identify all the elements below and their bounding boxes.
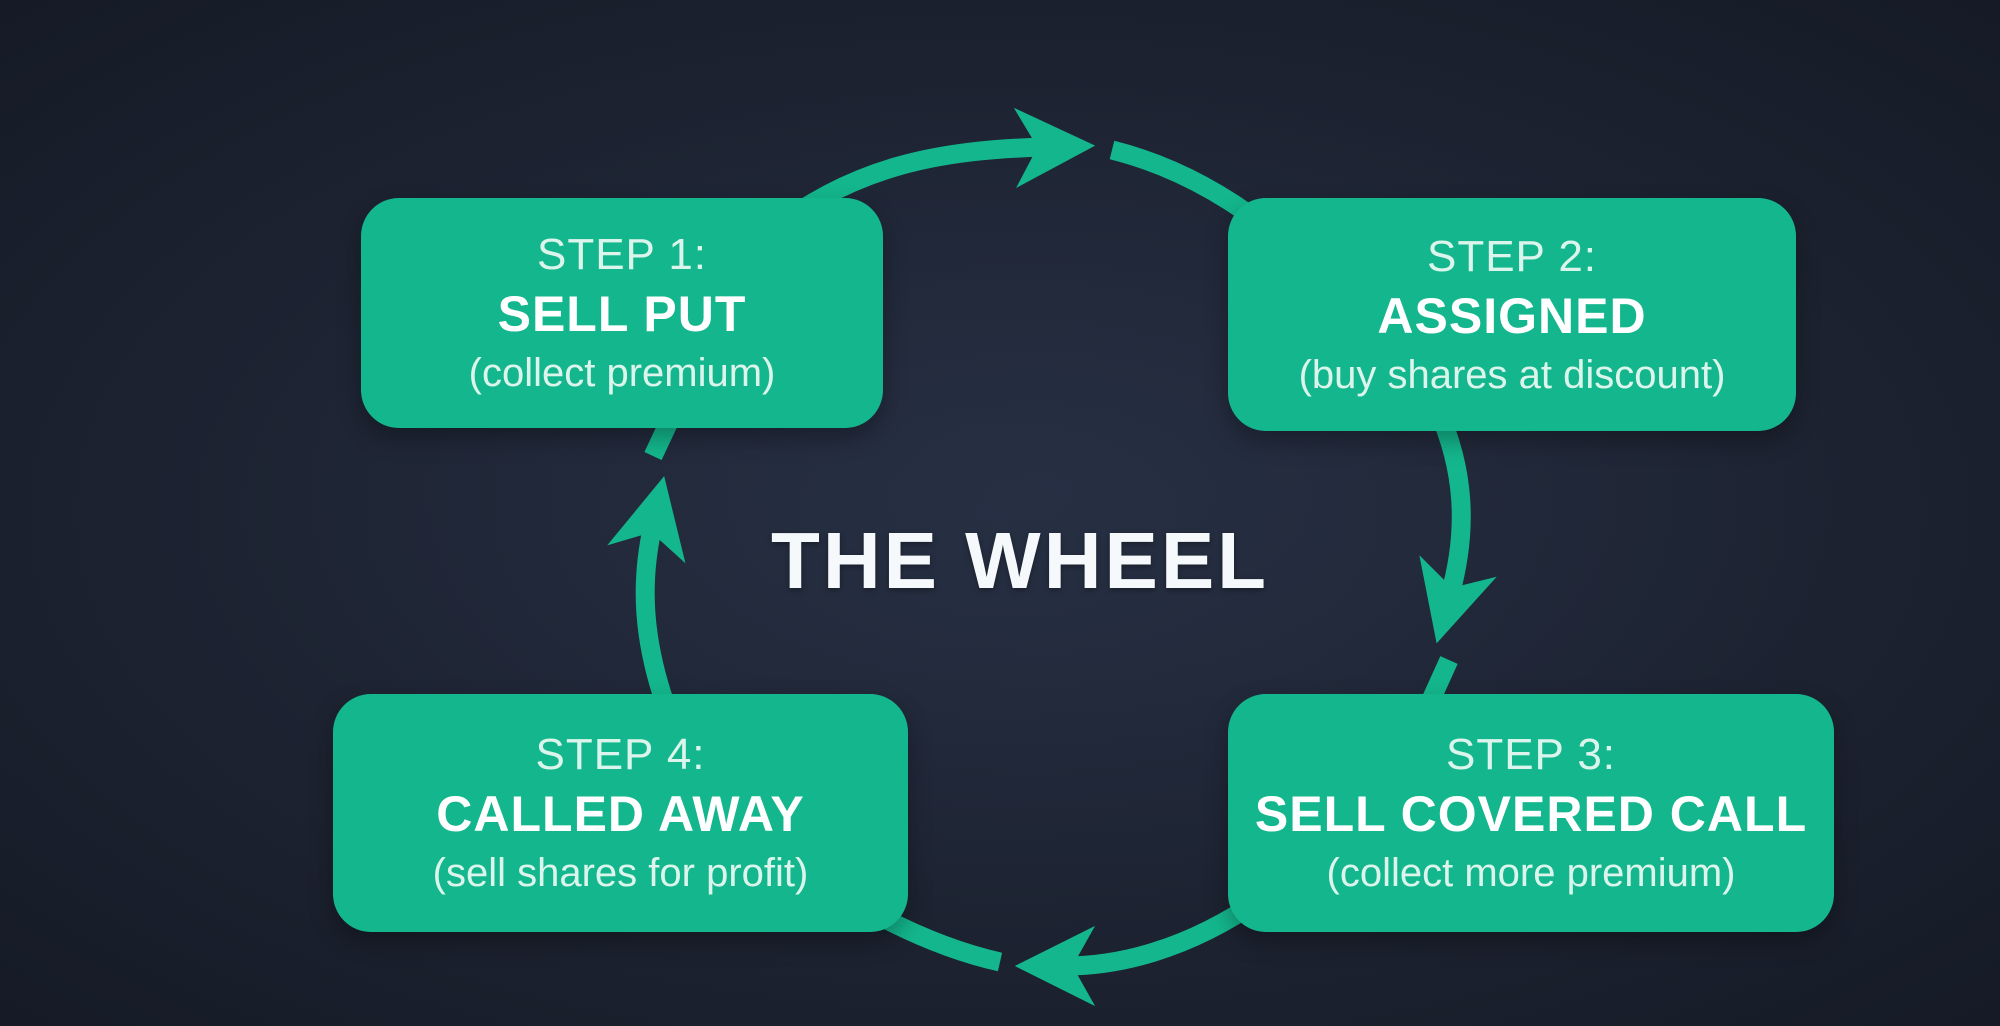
step-2-subtitle: (buy shares at discount): [1298, 352, 1726, 397]
step-4-label: STEP 4:: [535, 730, 706, 779]
step-1-subtitle: (collect premium): [468, 351, 776, 395]
arrow-step2-to-step3: [1419, 404, 1497, 644]
step-1-box: STEP 1: SELL PUT (collect premium): [361, 198, 883, 428]
step-2-label: STEP 2:: [1426, 231, 1598, 281]
step-2-title: ASSIGNED: [1377, 287, 1647, 344]
arrow-step4-to-step1: [607, 476, 686, 716]
step-3-title: SELL COVERED CALL: [1254, 786, 1808, 842]
step-1-label: STEP 1:: [536, 230, 708, 279]
step-3-box: STEP 3: SELL COVERED CALL (collect more …: [1228, 694, 1834, 932]
step-4-subtitle: (sell shares for profit): [432, 851, 809, 895]
step-3-label: STEP 3:: [1445, 730, 1617, 779]
step-2-box: STEP 2: ASSIGNED (buy shares at discount…: [1228, 198, 1796, 431]
step-4-title: CALLED AWAY: [436, 786, 805, 842]
step-3-subtitle: (collect more premium): [1326, 851, 1736, 895]
step-1-title: SELL PUT: [497, 286, 747, 342]
step-4-box: STEP 4: CALLED AWAY (sell shares for pro…: [333, 694, 908, 932]
diagram-title: THE WHEEL: [770, 516, 1270, 605]
